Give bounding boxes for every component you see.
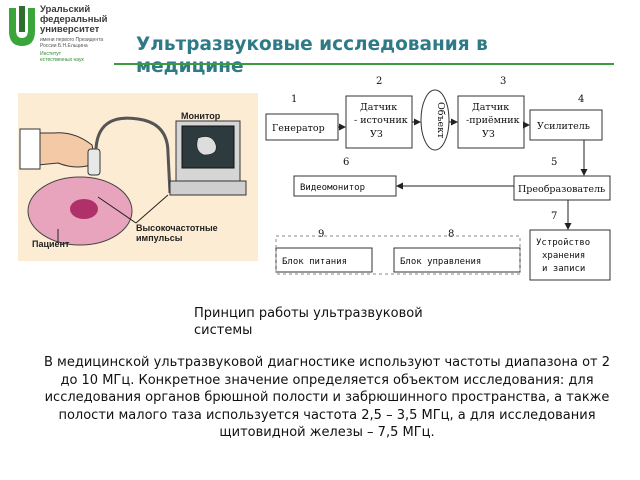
monitor-label: Монитор [181,111,221,121]
block-sensor-receiver [457,95,525,149]
logo-line-3: университет [40,24,100,35]
block-object [420,89,450,151]
block-sensor-source-l2: - источник [354,115,408,126]
diagram-caption: Принцип работы ультразвуковой системы [194,306,423,338]
block-sensor-receiver-l3: УЗ [482,129,495,140]
body-text: В медицинской ультразвуковой диагностике… [43,355,610,440]
university-logo: Уральский федеральный университет имени … [6,4,116,63]
block-sensor-source-l1: Датчик [360,102,397,113]
block-sensor-source-l3: УЗ [370,129,383,140]
block-diagram: 1 2 3 4 5 6 7 8 9 Генератор Датчик - ист… [265,76,611,281]
diagram-number-4: 4 [578,94,584,105]
logo-line-1: Уральский [40,4,91,15]
diagram-number-5: 5 [551,157,557,168]
logo-institute-1: Институт [40,51,62,57]
pulses-label-line-1: Высокочастотные [136,223,218,233]
logo-sub-1: имени первого Президента [40,37,104,43]
block-storage-l2: хранения [542,251,585,261]
block-sensor-source [345,95,413,149]
ultrasound-illustration: Монитор Высокочастотные импульсы Пациент [18,93,258,261]
block-sensor-receiver-l1: Датчик [472,102,509,113]
diagram-number-2: 2 [376,76,382,87]
block-generator-label: Генератор [272,123,325,134]
diagram-number-1: 1 [291,94,297,105]
pulses-label: Высокочастотные импульсы [136,223,218,243]
block-generator [265,113,339,141]
diagram-number-8: 8 [448,229,454,240]
patient-organ [70,199,98,219]
probe-icon [87,148,101,176]
pulses-label-line-2: импульсы [136,233,183,243]
block-power [275,247,373,273]
logo-u-icon [9,6,35,46]
patient-label: Пациент [32,239,70,249]
logo-institute-2: естественных наук [40,57,84,63]
diagram-number-7: 7 [551,211,557,222]
block-converter [513,175,611,201]
diagram-number-6: 6 [343,157,349,168]
block-amplifier [529,109,603,141]
block-storage-l1: Устройство [536,238,590,248]
diagram-number-9: 9 [318,229,324,240]
illustration-drawing [19,116,247,246]
slide-title: Ультразвуковые исследования в медицине [136,34,488,77]
block-power-label: Блок питания [282,257,347,267]
block-amplifier-label: Усилитель [537,121,590,132]
block-control [393,247,521,273]
block-storage-l3: и записи [542,264,585,274]
diagram-number-3: 3 [500,76,506,87]
logo-line-2: федеральный [40,14,108,25]
dashed-bus [275,235,521,275]
block-storage [529,229,611,281]
block-converter-label: Преобразователь [518,184,605,195]
title-underline [114,63,614,65]
block-videomonitor-label: Видеомонитор [300,183,365,193]
logo-sub-2: России Б.Н.Ельцина [40,43,88,49]
block-object-label: Объект [435,102,446,138]
block-control-label: Блок управления [400,257,481,267]
probe-cable [94,116,172,194]
doctor-sleeve [19,128,41,170]
block-sensor-receiver-l2: -приёмник [466,115,520,126]
